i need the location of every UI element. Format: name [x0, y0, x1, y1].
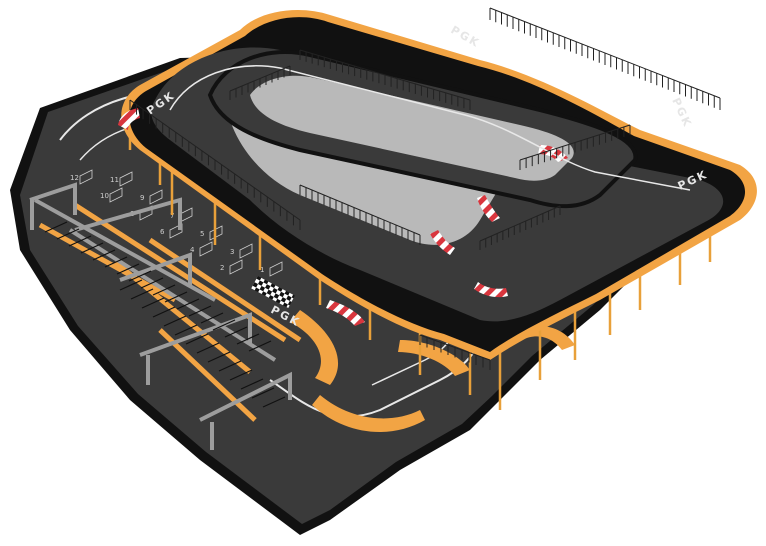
gantry-rung [92, 249, 116, 261]
gantry-rung [188, 305, 212, 317]
gantry-rung [130, 288, 154, 300]
upper-redwhite-kerb-4 [430, 230, 455, 255]
gantry-rung [248, 340, 272, 352]
grid-slot-box [199, 241, 213, 257]
gantry-rung [152, 284, 176, 296]
gantry-rung [44, 221, 68, 233]
grid-slot-number: 5 [200, 230, 204, 238]
gantry-orange-rail-4 [148, 237, 302, 343]
gantry-beam-1 [29, 182, 77, 215]
gantry-steel-frame [29, 182, 292, 450]
gantry-rung [141, 297, 165, 309]
grid-slot-number: 11 [110, 176, 119, 184]
gantry-beam-2 [74, 197, 182, 232]
gantry-beam-5 [199, 371, 292, 422]
gantry-rung [229, 369, 253, 381]
gantry-structure [29, 182, 302, 450]
grid-slot-box [119, 171, 133, 187]
gantry-rung [207, 351, 231, 363]
gantry-beam-4 [139, 312, 252, 357]
gantry-rung [251, 387, 275, 399]
grid-slot-number: 9 [140, 194, 144, 202]
lower-kerb-left-2 [398, 340, 470, 376]
gantry-rung [196, 342, 220, 354]
grid-slot-box [239, 243, 253, 259]
gantry-rung [174, 324, 198, 336]
upper-deck: PGK PGK PGK PGK [118, 7, 757, 370]
grid-slot-number: 7 [170, 212, 174, 220]
grid-slot-box [209, 225, 223, 241]
gantry-rung [218, 360, 242, 372]
gantry-rung [185, 333, 209, 345]
gantry-rung [56, 228, 80, 240]
grid-slot-number: 12 [70, 174, 79, 182]
grid-slot-number: 2 [220, 264, 224, 272]
gantry-rungs [44, 221, 286, 408]
gantry-beam-3 [119, 252, 192, 285]
gantry-orange-rail-5 [158, 328, 257, 422]
grid-slot-number: 4 [190, 246, 195, 254]
gantry-rung [140, 277, 164, 289]
gantry-orange-rail-1 [38, 222, 177, 303]
grid-slot-box [269, 261, 283, 277]
upper-redwhite-kerb-1 [118, 108, 140, 130]
grid-slot-number: 1 [260, 266, 264, 274]
upper-track-logo-2: PGK [449, 23, 483, 50]
upper-deck-railings [129, 7, 721, 370]
grid-slot-box [149, 189, 163, 205]
gantry-rung [119, 279, 143, 291]
gantry-rung [200, 312, 224, 324]
lower-kerb-bottom [312, 395, 425, 432]
upper-inner-oval-hole [250, 75, 574, 181]
lower-kerb-left-1 [290, 310, 339, 385]
gantry-rung [240, 378, 264, 390]
gantry-rung [176, 298, 200, 310]
gantry-rung [104, 256, 128, 268]
upper-redwhite-kerb-5 [474, 282, 508, 298]
grid-slot-box [229, 259, 243, 275]
upper-redwhite-kerb-3 [477, 195, 500, 222]
gantry-rung [152, 306, 176, 318]
gantry-rung [80, 242, 104, 254]
upper-track-lane-line [169, 65, 691, 191]
grid-slot-box [79, 169, 93, 185]
gantry-rung [163, 315, 187, 327]
upper-track-logo-3: PGK [669, 96, 694, 130]
gantry-rung [212, 319, 236, 331]
gantry-long-beam-1 [34, 198, 216, 302]
grid-slot-number: 6 [160, 228, 165, 236]
grid-slot-box [109, 187, 123, 203]
lower-redwhite-kerb-1 [326, 300, 365, 326]
finish-line-checker [251, 275, 295, 309]
gantry-rung [236, 333, 260, 345]
gantry-rung [164, 291, 188, 303]
gantry-rung [262, 396, 286, 408]
grid-slot-number: 3 [230, 248, 234, 256]
gantry-rung [128, 270, 152, 282]
gantry-long-beam-2 [68, 228, 277, 362]
grid-slot-number: 10 [100, 192, 109, 200]
gantry-rung [224, 326, 248, 338]
gantry-rung [68, 235, 92, 247]
gantry-rung [116, 263, 140, 275]
